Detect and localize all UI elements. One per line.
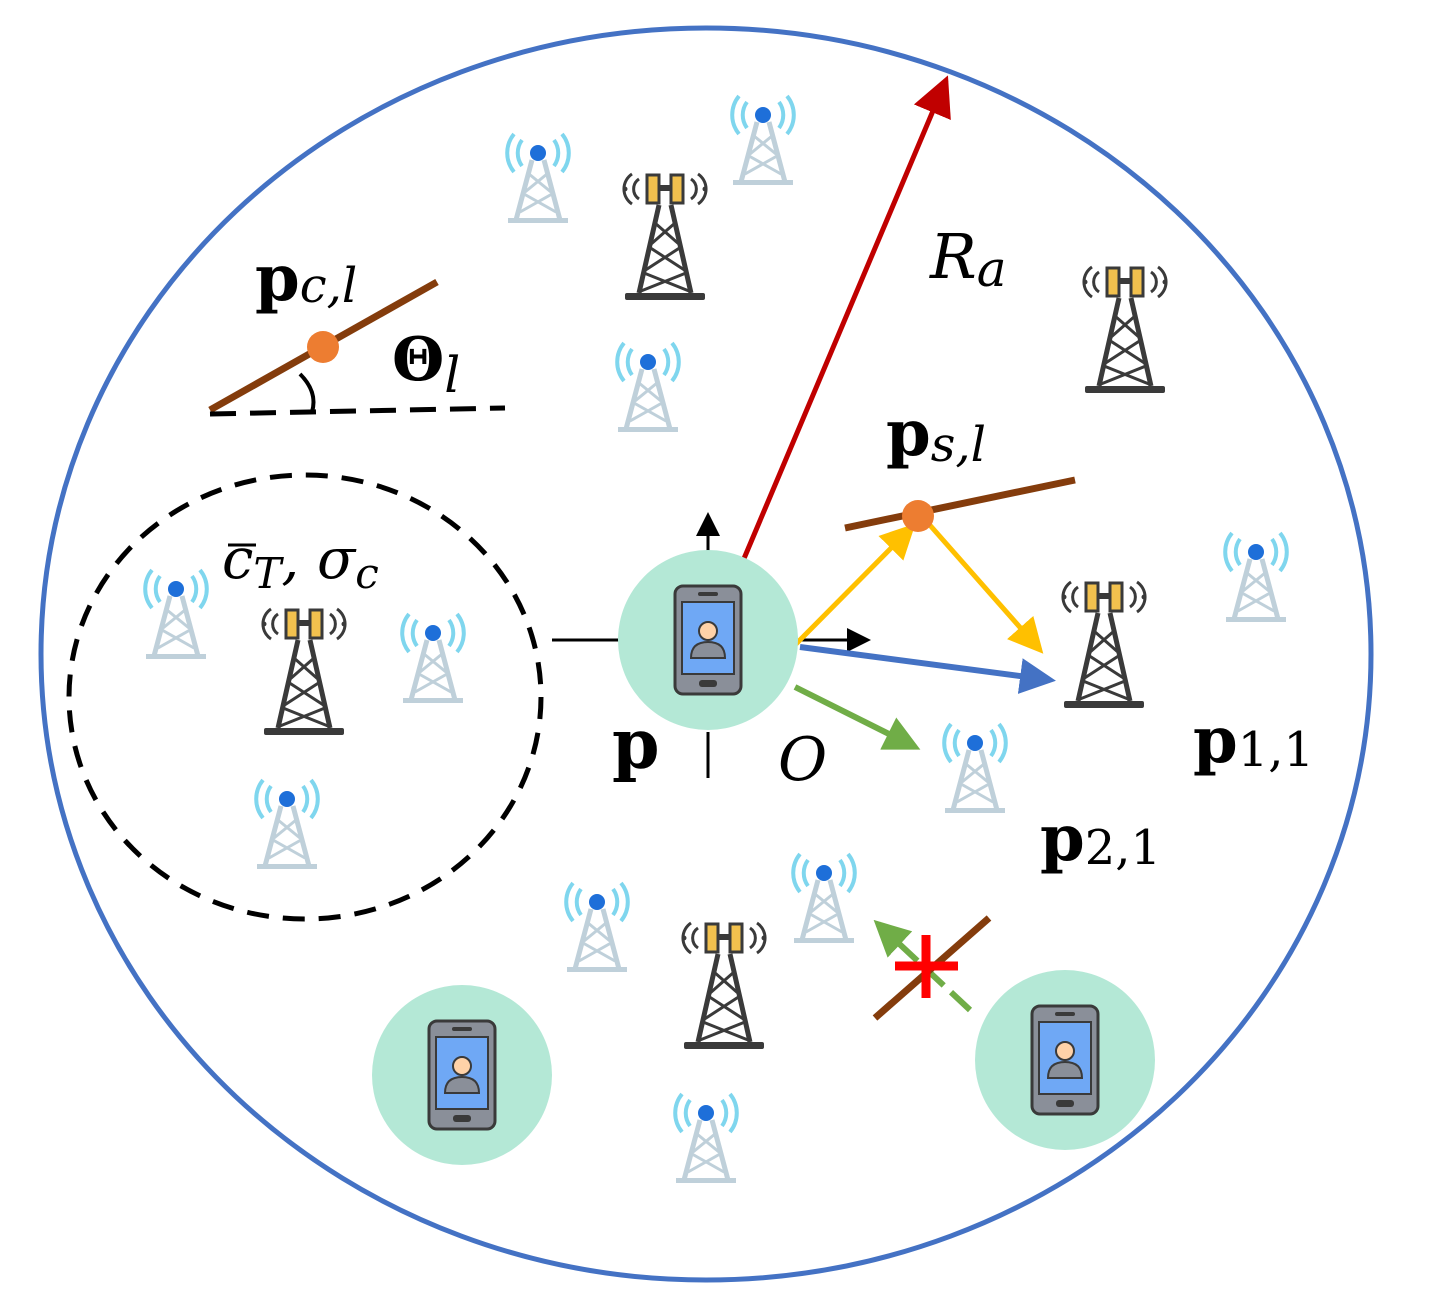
nlos-path-out bbox=[926, 521, 1044, 654]
scatter-reflector bbox=[844, 476, 1076, 532]
radio-tower-icon bbox=[145, 570, 207, 659]
radio-tower-icon bbox=[617, 343, 679, 432]
label-cluster-angle: Θl bbox=[392, 325, 460, 404]
label-user-position: p bbox=[612, 705, 660, 785]
radio-tower-icon bbox=[793, 854, 855, 943]
coverage-region-circle bbox=[38, 25, 1374, 1283]
radio-tower-icon bbox=[566, 883, 628, 972]
cluster-reflector bbox=[208, 278, 506, 417]
smartphone-user-icon bbox=[616, 548, 800, 732]
satellite-antenna-tower-icon bbox=[623, 174, 708, 300]
label-scatter-point: ps,l bbox=[886, 396, 986, 473]
link-path-green bbox=[793, 684, 921, 750]
radio-tower-icon bbox=[944, 724, 1006, 813]
label-origin: O bbox=[778, 725, 827, 795]
cluster-scatter-point bbox=[307, 331, 339, 363]
radio-tower-icon bbox=[732, 96, 794, 185]
satellite-antenna-tower-icon bbox=[1062, 582, 1147, 708]
radio-tower-icon bbox=[402, 614, 464, 703]
nlos-path-in bbox=[794, 523, 916, 646]
radio-tower-icon bbox=[1225, 533, 1287, 622]
label-radius: Ra bbox=[929, 220, 1007, 298]
blocked-link bbox=[872, 915, 992, 1021]
red-cross-icon bbox=[895, 935, 958, 998]
satellite-antenna-tower-icon bbox=[682, 923, 767, 1049]
cluster-region-circle bbox=[66, 472, 544, 922]
satellite-antenna-tower-icon bbox=[1083, 267, 1168, 393]
satellite-antenna-tower-icon bbox=[262, 609, 347, 735]
label-anchor-2-1: p2,1 bbox=[1040, 801, 1161, 876]
los-path bbox=[799, 644, 1056, 694]
label-cluster-stats: cT, σc bbox=[222, 527, 379, 598]
radio-tower-icon bbox=[507, 134, 569, 223]
radio-tower-icon bbox=[256, 780, 318, 869]
scatter-point bbox=[902, 500, 934, 532]
radio-tower-icon bbox=[675, 1094, 737, 1183]
label-cluster-point: pc,l bbox=[255, 241, 357, 316]
svg-text:cT, σc: cT, σc bbox=[222, 527, 379, 598]
radius-arrow bbox=[737, 75, 951, 569]
label-anchor-1-1: p1,1 bbox=[1193, 703, 1314, 778]
smartphone-user-icon bbox=[370, 983, 554, 1167]
smartphone-user-icon bbox=[973, 968, 1157, 1152]
